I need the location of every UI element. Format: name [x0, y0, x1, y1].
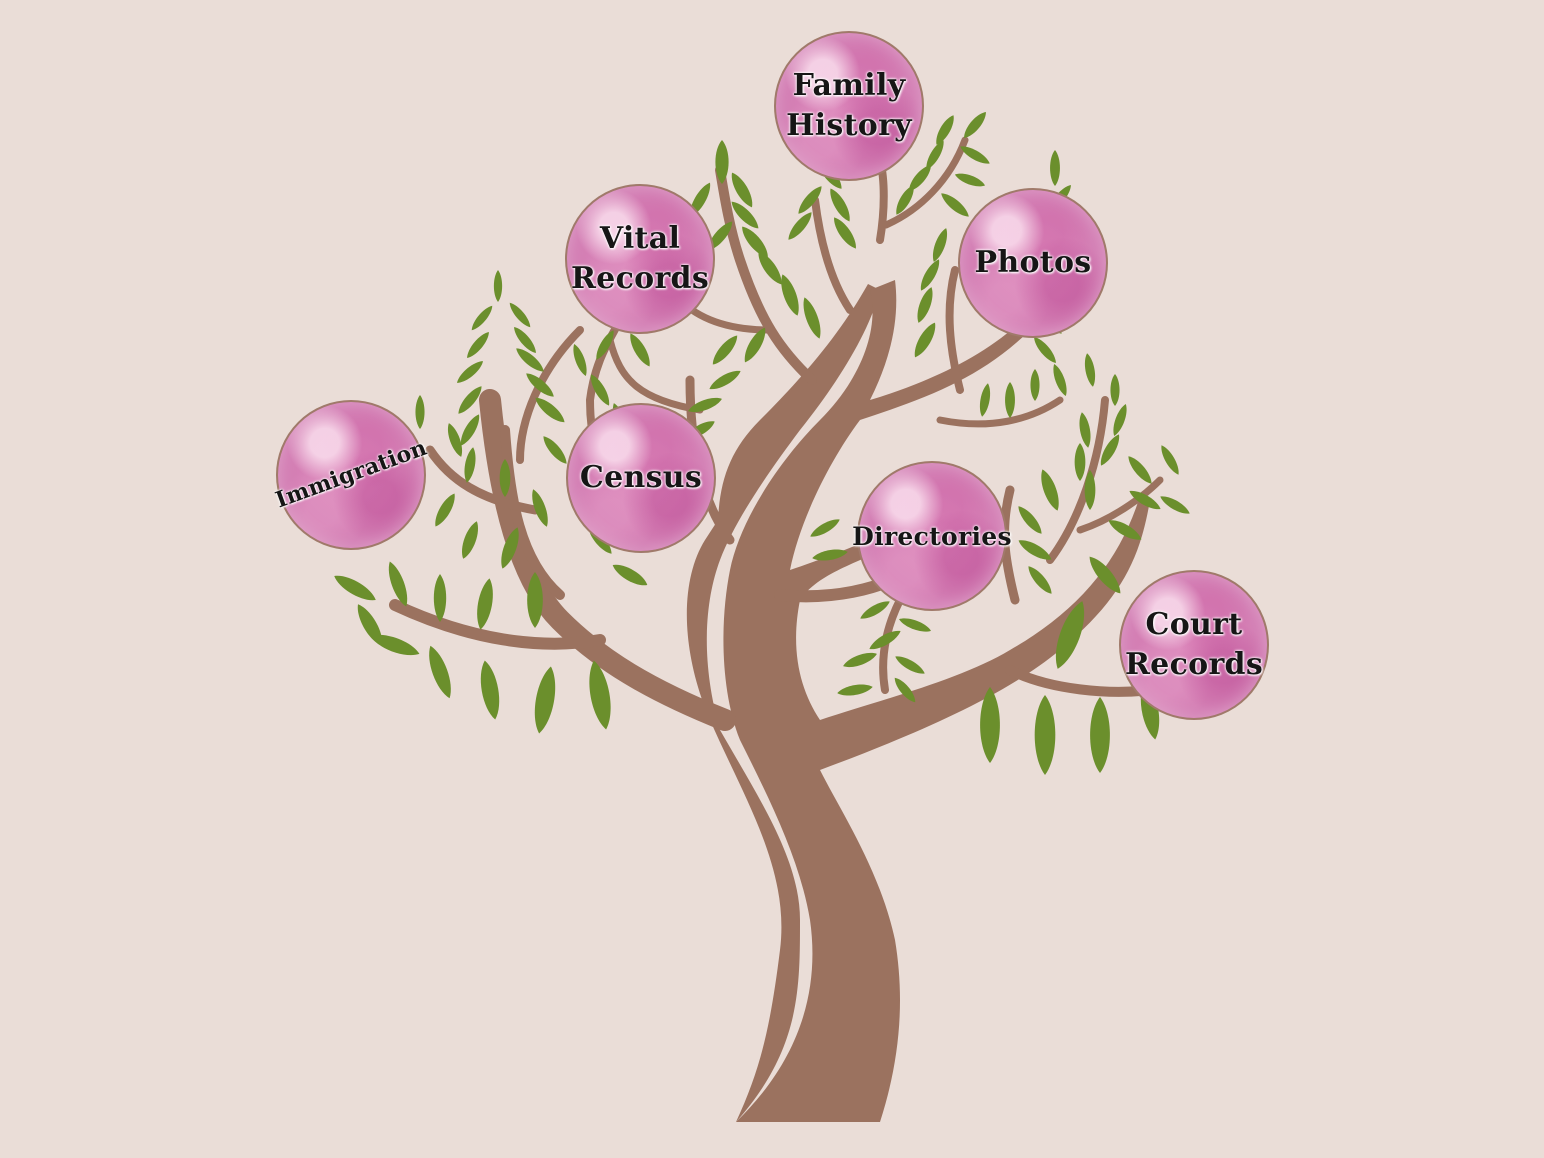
leaf: [454, 357, 486, 387]
leaf: [929, 226, 951, 264]
tree-trunk: [686, 284, 880, 1122]
leaf: [1124, 453, 1156, 487]
leaf: [1030, 369, 1040, 401]
leaf: [530, 664, 560, 736]
leaf: [433, 574, 447, 622]
leaf: [794, 183, 826, 217]
leaf: [1157, 443, 1183, 477]
leaf: [569, 342, 591, 378]
leaf: [938, 189, 972, 221]
leaf: [415, 395, 425, 429]
node-immigration[interactable]: Immigration: [272, 400, 430, 550]
leaf: [523, 369, 557, 401]
node-court-records[interactable]: Court Records: [1119, 570, 1269, 720]
leaf: [708, 331, 742, 369]
node-label: Directories: [852, 521, 1012, 551]
leaf: [1158, 492, 1192, 518]
node-vital-records[interactable]: Vital Records: [565, 184, 715, 334]
leaf: [330, 570, 380, 606]
leaf: [423, 643, 457, 701]
leaf: [473, 577, 497, 631]
leaf: [893, 652, 927, 678]
leaf: [1036, 467, 1064, 513]
node-label: Vital Records: [570, 221, 710, 296]
leaf: [706, 366, 744, 394]
leaf: [468, 303, 496, 333]
leaf: [476, 659, 504, 721]
leaf: [625, 330, 655, 370]
leaf: [539, 433, 571, 467]
node-directories[interactable]: Directories: [852, 461, 1012, 611]
leaf: [1076, 411, 1094, 449]
leaf: [609, 559, 651, 591]
node-census[interactable]: Census: [566, 403, 716, 553]
leaf: [836, 681, 874, 699]
leaf: [1082, 352, 1098, 388]
leaf: [784, 209, 816, 243]
leaf: [1030, 334, 1060, 366]
leaf: [799, 295, 825, 341]
leaf: [916, 256, 944, 294]
leaf: [1110, 374, 1120, 406]
leaf: [1090, 697, 1110, 773]
leaf: [841, 649, 879, 671]
leaf: [461, 446, 479, 484]
leaf: [1049, 362, 1071, 398]
node-label: Family History: [786, 68, 912, 143]
leaf: [506, 300, 534, 330]
leaf: [463, 329, 493, 361]
leaf: [493, 270, 503, 302]
node-family-history[interactable]: Family History: [774, 31, 924, 181]
leaf: [1024, 563, 1056, 597]
leaf: [531, 393, 569, 427]
leaf: [1074, 443, 1086, 481]
node-label: Immigration: [271, 435, 430, 514]
leaf: [932, 112, 958, 148]
leaf: [1050, 150, 1060, 186]
leaf: [858, 597, 892, 623]
leaf: [913, 285, 937, 325]
leaf: [808, 515, 842, 541]
node-label: Photos: [974, 245, 1092, 281]
leaf: [1005, 382, 1015, 418]
leaf: [457, 519, 483, 561]
leaf: [897, 614, 933, 636]
leaf: [960, 108, 990, 142]
leaf: [909, 319, 941, 361]
leaf: [726, 169, 758, 211]
leaf: [825, 185, 855, 225]
node-label: Census: [579, 460, 703, 496]
leaf: [1034, 695, 1056, 775]
leaf: [829, 214, 861, 252]
leaf: [977, 382, 993, 418]
node-label: Court Records: [1124, 607, 1264, 682]
leaf: [1109, 402, 1131, 438]
leaf: [1014, 503, 1046, 537]
node-photos[interactable]: Photos: [958, 188, 1108, 338]
leaf: [953, 170, 987, 190]
leaf: [430, 490, 460, 530]
